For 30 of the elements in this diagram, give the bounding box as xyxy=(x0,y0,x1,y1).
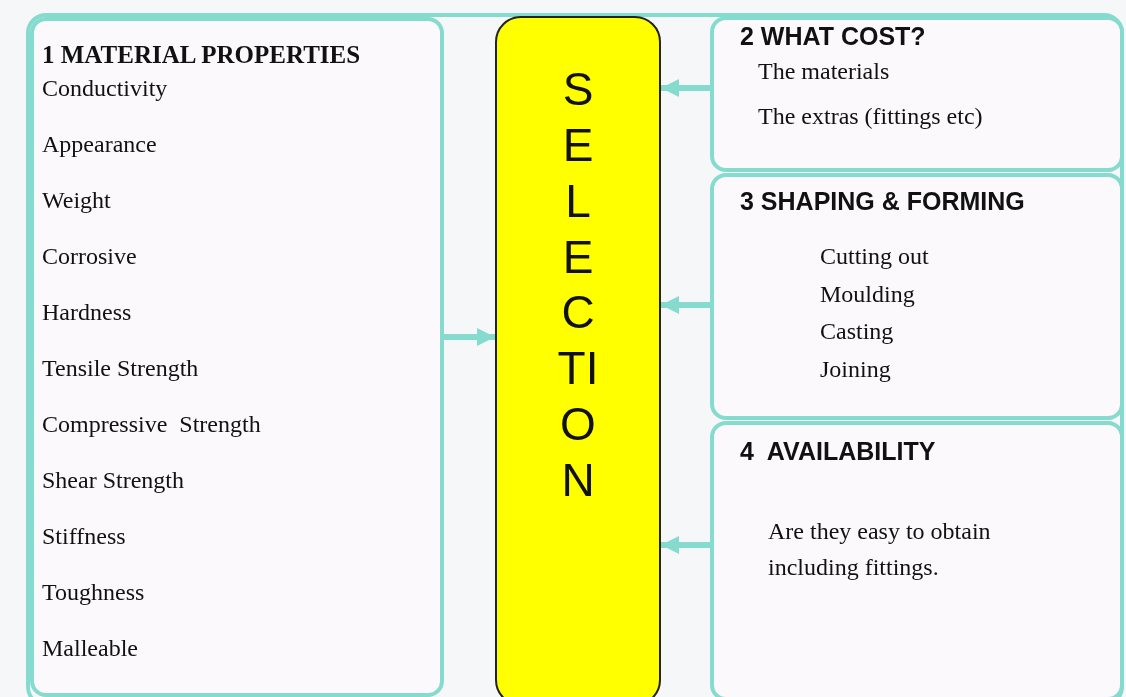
list-item: Tensile Strength xyxy=(42,355,199,382)
list-item: Conductivity xyxy=(42,75,168,102)
list-item: Corrosive xyxy=(42,243,137,270)
list-item: Cutting out xyxy=(820,243,929,270)
list-item: Moulding xyxy=(820,280,915,308)
panel-heading: 1 MATERIAL PROPERTIES xyxy=(42,41,361,69)
description-text: Are they easy to obtain including fittings. xyxy=(768,517,992,582)
category-panel xyxy=(710,16,1124,172)
panel-heading: 4 AVAILABILITY xyxy=(740,437,936,466)
list-item: Compressive Strength xyxy=(42,411,261,438)
selection-bar xyxy=(495,16,661,697)
list-item: Malleable xyxy=(42,635,138,662)
list-item: Weight xyxy=(42,187,111,214)
panel-heading: 2 WHAT COST? xyxy=(740,22,926,51)
list-item: Hardness xyxy=(42,299,132,326)
category-panel xyxy=(710,421,1124,697)
list-item: Toughness xyxy=(42,579,145,606)
arrow xyxy=(661,79,710,97)
list-item: Appearance xyxy=(42,131,157,158)
list-item: Joining xyxy=(820,355,891,383)
list-item: The extras (fittings etc) xyxy=(758,103,983,130)
list-item: Casting xyxy=(820,318,894,345)
list-item: Shear Strength xyxy=(42,467,184,494)
arrow xyxy=(661,296,710,314)
panel-heading: 3 SHAPING & FORMING xyxy=(740,187,1025,216)
arrow xyxy=(661,536,710,554)
list-item: The materials xyxy=(758,58,890,85)
vertical-title: SELECTION xyxy=(556,62,600,508)
list-item: Stiffness xyxy=(42,523,126,550)
arrow xyxy=(444,328,495,346)
